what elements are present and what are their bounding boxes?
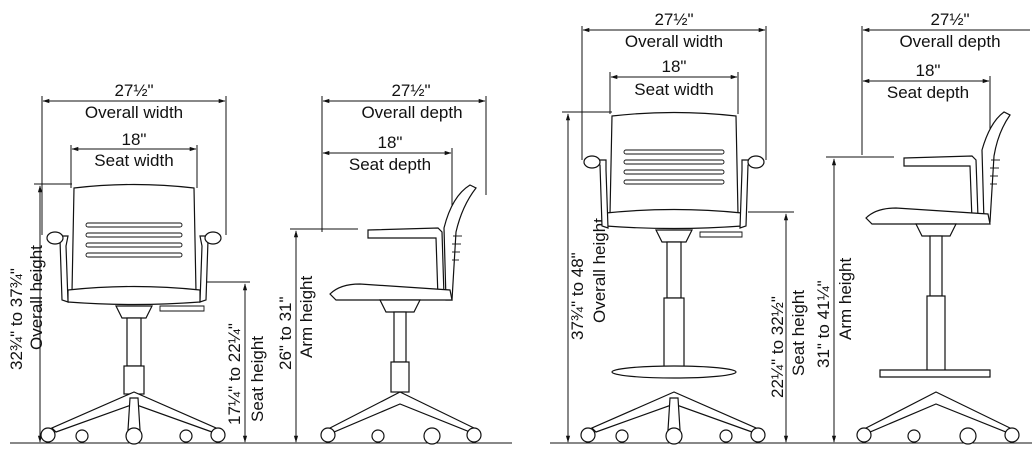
column-base xyxy=(663,297,685,375)
column-base xyxy=(390,361,410,393)
left-armrest xyxy=(589,159,609,229)
star-base-front-leg xyxy=(127,397,141,431)
backrest-slot xyxy=(623,169,725,175)
seat-depth-label: Seat depth xyxy=(349,155,431,174)
column-base xyxy=(926,295,946,375)
backrest-slot xyxy=(85,242,183,248)
seat-depth-value: 18" xyxy=(378,133,403,152)
seat-width-value: 18" xyxy=(122,130,147,149)
stool-seat xyxy=(865,207,991,225)
overall-depth-label: Overall depth xyxy=(361,103,462,122)
caster-wheels xyxy=(320,427,482,445)
overall-width-value: 27½" xyxy=(114,81,153,100)
gas-cylinder xyxy=(393,311,407,363)
gas-cylinder xyxy=(126,317,142,367)
backrest-slot xyxy=(623,159,725,165)
backrest-slot xyxy=(85,222,183,228)
gas-cylinder xyxy=(929,235,943,297)
overall-width-label: Overall width xyxy=(85,103,183,122)
arm-height-value: 26" to 31" xyxy=(276,296,295,370)
left-armrest xyxy=(52,235,69,303)
caster-wheels xyxy=(580,427,766,445)
backrest-slot xyxy=(623,149,725,155)
overall-height-label: Overall height xyxy=(590,218,609,323)
right-arm-pad xyxy=(204,231,222,245)
seat-depth-value: 18" xyxy=(916,61,941,80)
seat-width-label: Seat width xyxy=(94,151,173,170)
arm-height-value: 31" to 41¼" xyxy=(814,280,833,368)
chair-backrest xyxy=(71,183,197,296)
stool-side-drawing xyxy=(856,111,1020,445)
column-base xyxy=(123,365,145,395)
seat-height-value: 22¼" to 32½" xyxy=(768,296,787,398)
star-base xyxy=(864,391,1012,433)
overall-height-value: 32¾" to 37¾" xyxy=(7,268,26,370)
gas-cylinder xyxy=(666,241,682,299)
right-armrest xyxy=(739,159,759,229)
right-armrest xyxy=(199,235,216,303)
stool-backrest xyxy=(981,111,1011,223)
stool-seat xyxy=(605,208,743,230)
caster-wheels xyxy=(856,427,1020,445)
seat-mechanism xyxy=(379,299,421,313)
desk-chair-side-drawing xyxy=(320,184,482,445)
backrest-ribs xyxy=(990,159,1000,185)
overall-width-value: 27½" xyxy=(654,10,693,29)
desk-chair-side-view: 27½" Overall depth 18" Seat depth 26" to… xyxy=(276,81,487,445)
seat-mechanism xyxy=(915,223,957,237)
backrest-slot xyxy=(85,252,183,258)
seat-height-label: Seat height xyxy=(789,290,808,376)
seat-mechanism xyxy=(655,229,693,243)
overall-depth-value: 27½" xyxy=(930,10,969,29)
star-base-front-leg xyxy=(667,397,681,431)
left-arm-pad xyxy=(46,231,64,245)
chair-seat xyxy=(329,283,453,301)
desk-chair-front-view: 27½" Overall width 18" Seat width 32¾" t… xyxy=(7,81,512,445)
seat-height-label: Seat height xyxy=(248,336,267,422)
seat-width-label: Seat width xyxy=(634,80,713,99)
seat-mechanism xyxy=(115,305,153,319)
seat-depth-label: Seat depth xyxy=(887,83,969,102)
caster-wheels xyxy=(40,427,226,445)
overall-width-label: Overall width xyxy=(625,32,723,51)
chair-backrest xyxy=(443,184,477,301)
overall-height-value: 37¾" to 48" xyxy=(568,252,587,340)
seat-height-value: 17¼" to 22¼" xyxy=(225,323,244,425)
seat-width-value: 18" xyxy=(662,57,687,76)
stool-front-drawing xyxy=(580,111,766,445)
chair-seat xyxy=(67,285,201,306)
footring xyxy=(879,369,991,378)
backrest-ribs xyxy=(452,235,462,261)
overall-depth-value: 27½" xyxy=(391,81,430,100)
stool-backrest xyxy=(609,111,739,218)
backrest-slot xyxy=(623,179,725,185)
left-arm-pad xyxy=(583,155,601,169)
stool-front-view: 27½" Overall width 18" Seat width 37¾" t… xyxy=(550,10,1032,445)
star-base xyxy=(328,391,476,433)
right-arm-pad xyxy=(747,155,765,169)
arm-height-label: Arm height xyxy=(297,276,316,358)
backrest-slot xyxy=(85,232,183,238)
stool-side-view: 27½" Overall depth 18" Seat depth 31" to… xyxy=(814,10,1030,445)
arm-height-label: Arm height xyxy=(836,258,855,340)
overall-height-label: Overall height xyxy=(27,245,46,350)
adjustment-lever xyxy=(699,231,743,238)
footring xyxy=(611,365,737,379)
overall-depth-label: Overall depth xyxy=(899,32,1000,51)
desk-chair-front-drawing xyxy=(40,183,226,445)
adjustment-lever xyxy=(159,305,205,312)
